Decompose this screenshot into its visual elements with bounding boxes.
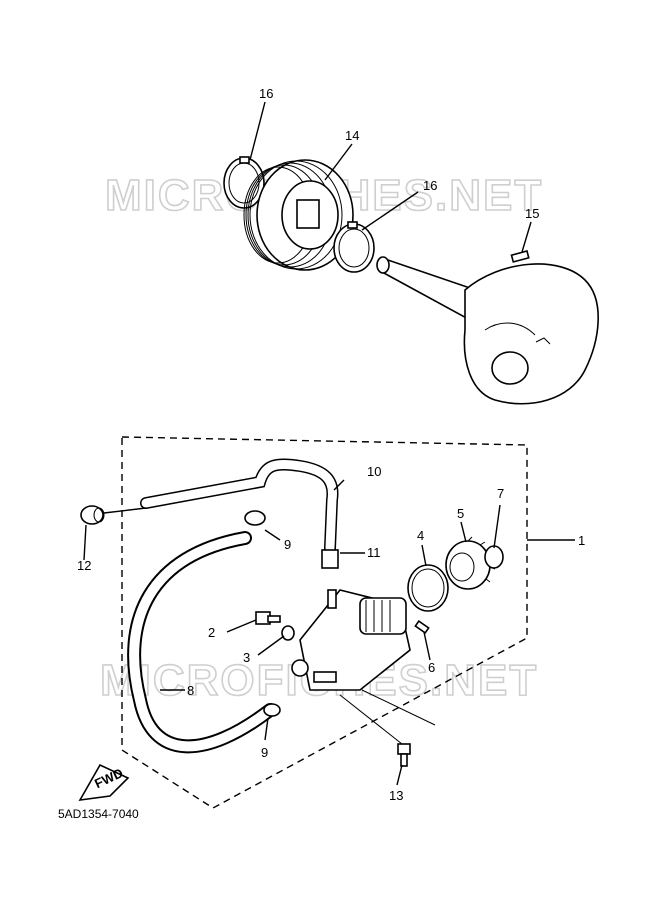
callout-12: 12 — [77, 558, 91, 573]
circlip-7 — [484, 545, 504, 569]
o-ring-4 — [407, 564, 449, 612]
callout-13: 13 — [389, 788, 403, 803]
pulley-14 — [243, 159, 354, 271]
shaft-gear-15 — [376, 250, 599, 405]
callout-3: 3 — [243, 650, 250, 665]
callout-14: 14 — [345, 128, 359, 143]
oil-pump — [291, 589, 411, 691]
clip-9-bottom — [263, 703, 281, 717]
callout-15: 15 — [525, 206, 539, 221]
cap-12 — [80, 505, 105, 525]
callout-8: 8 — [187, 683, 194, 698]
callout-9-bottom: 9 — [261, 745, 268, 760]
callout-1: 1 — [578, 533, 585, 548]
callout-2: 2 — [208, 625, 215, 640]
callout-6: 6 — [428, 660, 435, 675]
pin-6 — [414, 619, 430, 635]
callout-16-top: 16 — [259, 86, 273, 101]
washer-3 — [281, 625, 295, 641]
assembly-1-boundary — [121, 436, 528, 809]
hose-10 — [140, 458, 339, 554]
bolt-13 — [397, 743, 411, 767]
callout-4: 4 — [417, 528, 424, 543]
callout-10: 10 — [367, 464, 381, 479]
callout-5: 5 — [457, 506, 464, 521]
callout-16-right: 16 — [423, 178, 437, 193]
callout-9-top: 9 — [284, 537, 291, 552]
fwd-arrow: FWD — [78, 763, 130, 802]
hose-8 — [127, 531, 277, 754]
callout-7: 7 — [497, 486, 504, 501]
clip-9-top — [244, 510, 266, 526]
fitting-11 — [321, 549, 339, 569]
circlip-16-right — [333, 221, 375, 273]
bolt-2 — [255, 611, 281, 625]
callout-11: 11 — [367, 545, 381, 560]
diagram-code: 5AD1354-7040 — [58, 807, 139, 821]
